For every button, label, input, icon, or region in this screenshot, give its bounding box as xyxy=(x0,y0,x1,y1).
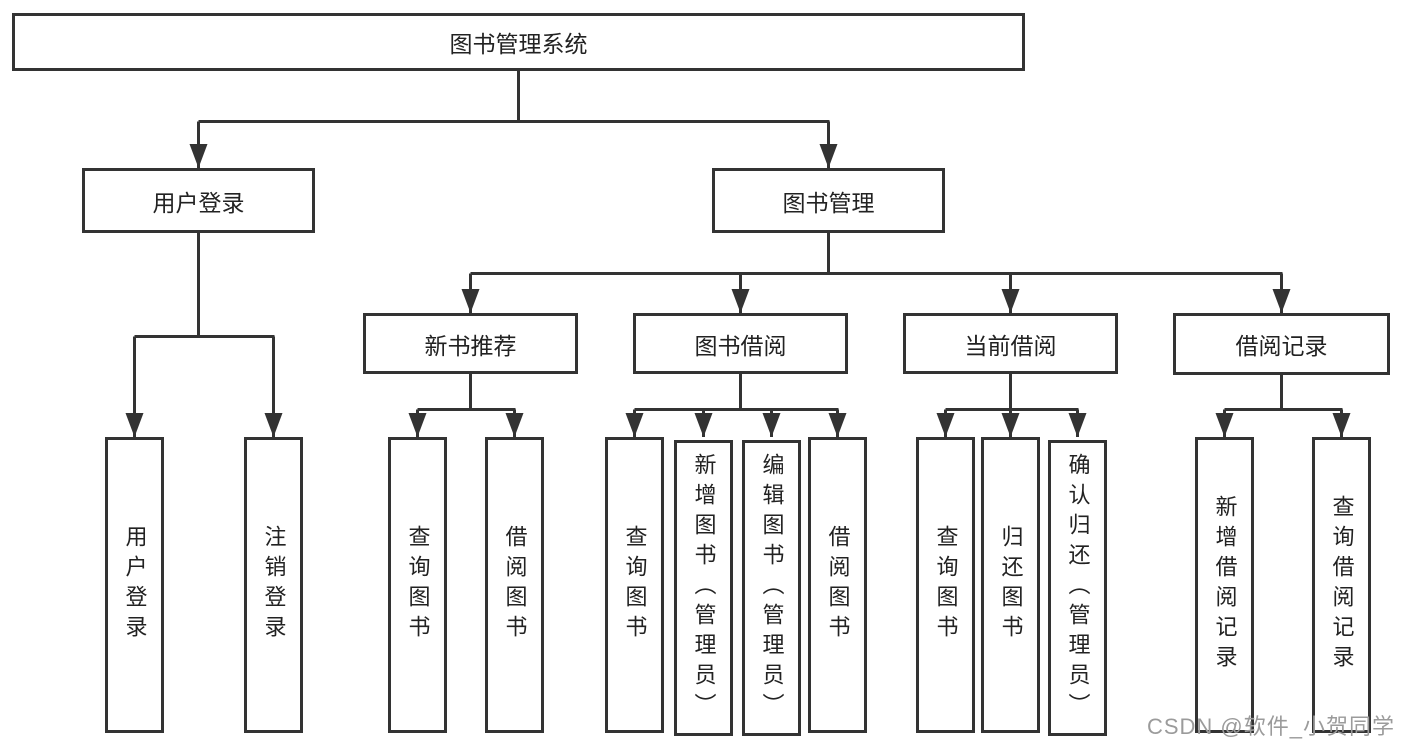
csdn-watermark: CSDN @软件_小贺同学 xyxy=(1146,714,1395,739)
leaf-nbr-query-book: 查询图书 xyxy=(388,437,447,733)
node-new-book-recommend: 新书推荐 xyxy=(363,313,578,374)
node-borrow-record: 借阅记录 xyxy=(1173,313,1390,375)
leaf-cb-query-book: 查询图书 xyxy=(916,437,975,733)
leaf-cb-confirm-return-admin: 确认归还（管理员） xyxy=(1048,440,1107,736)
leaf-nbr-borrow-book: 借阅图书 xyxy=(485,437,544,733)
leaf-br-add-record: 新增借阅记录 xyxy=(1195,437,1254,733)
leaf-bb-query-book: 查询图书 xyxy=(605,437,664,733)
leaf-user-login: 用户登录 xyxy=(105,437,164,733)
leaf-cb-return-book: 归还图书 xyxy=(981,437,1040,733)
node-book-borrow: 图书借阅 xyxy=(633,313,848,374)
node-user-login: 用户登录 xyxy=(82,168,315,233)
node-current-borrow: 当前借阅 xyxy=(903,313,1118,374)
leaf-bb-borrow-book: 借阅图书 xyxy=(808,437,867,733)
leaf-logout: 注销登录 xyxy=(244,437,303,733)
node-book-management: 图书管理 xyxy=(712,168,945,233)
node-root-library-management-system: 图书管理系统 xyxy=(12,13,1025,71)
leaf-br-query-record: 查询借阅记录 xyxy=(1312,437,1371,733)
leaf-bb-edit-book-admin: 编辑图书（管理员） xyxy=(742,440,801,736)
leaf-bb-add-book-admin: 新增图书（管理员） xyxy=(674,440,733,736)
